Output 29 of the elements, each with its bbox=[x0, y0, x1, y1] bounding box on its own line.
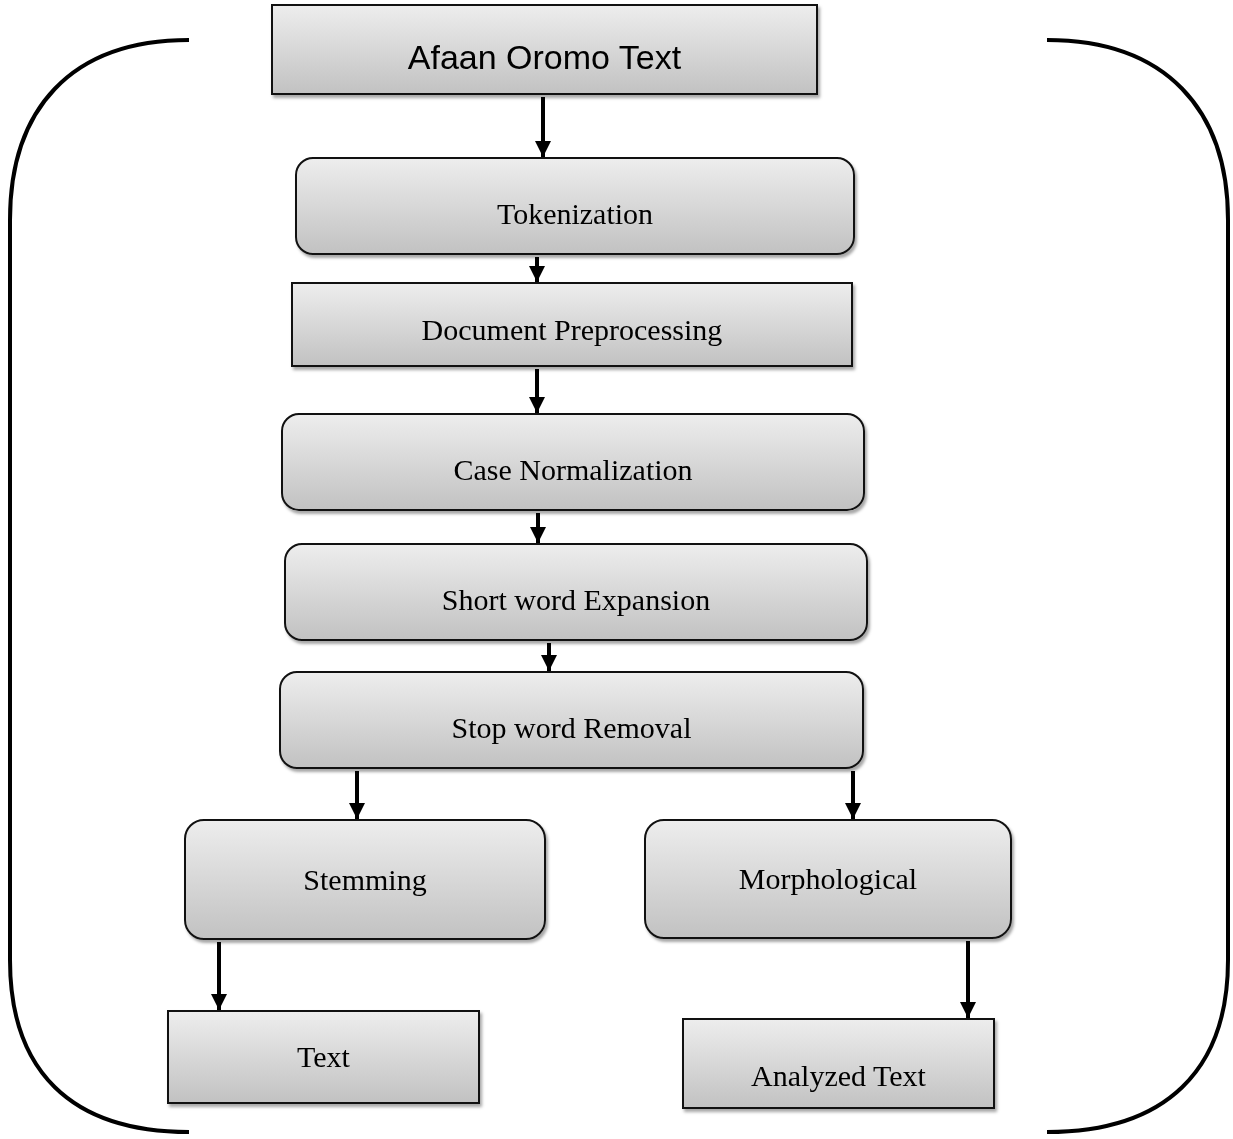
box-label: Morphological bbox=[738, 862, 918, 896]
arrow bbox=[960, 941, 976, 1018]
box-label: Case Normalization bbox=[453, 453, 693, 487]
process-box bbox=[271, 4, 818, 95]
rounded-process-box bbox=[279, 671, 864, 769]
arrow bbox=[529, 257, 545, 282]
box-label: Analyzed Text bbox=[751, 1058, 926, 1093]
arrow bbox=[541, 643, 557, 671]
process-box bbox=[682, 1018, 995, 1109]
arrow bbox=[349, 771, 365, 819]
box-label: Document Preprocessing bbox=[421, 312, 723, 347]
rounded-process-box bbox=[184, 819, 546, 940]
rounded-process-box bbox=[281, 413, 865, 511]
rounded-process-box bbox=[295, 157, 855, 255]
box-label: Tokenization bbox=[496, 197, 654, 231]
arrow bbox=[845, 771, 861, 819]
process-box bbox=[167, 1010, 480, 1104]
box-label: Short word Expansion bbox=[441, 583, 711, 617]
box-label: Text bbox=[297, 1040, 350, 1074]
arrow bbox=[211, 942, 227, 1010]
box-label: Afaan Oromo Text bbox=[407, 38, 682, 77]
arrow bbox=[529, 369, 545, 413]
process-box bbox=[291, 282, 853, 367]
rounded-process-box bbox=[644, 819, 1012, 939]
rounded-process-box bbox=[284, 543, 868, 641]
box-label: Stemming bbox=[303, 862, 427, 897]
arrow bbox=[535, 97, 551, 157]
box-label: Stop word Removal bbox=[451, 711, 692, 745]
arrow bbox=[530, 513, 546, 543]
